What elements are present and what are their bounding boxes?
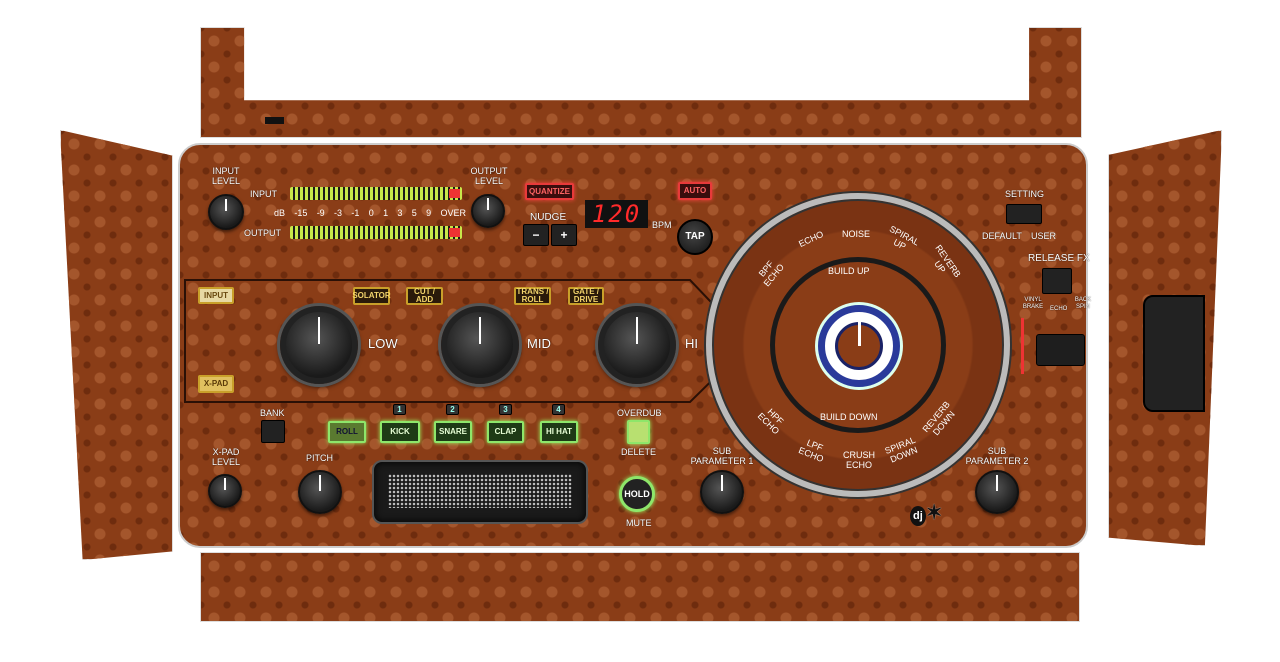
sub-parameter-1-label: SUB PARAMETER 1 — [690, 446, 754, 466]
nudge-label: NUDGE — [530, 212, 567, 223]
db-tick: 5 — [411, 208, 417, 218]
db-tick: 1 — [383, 208, 389, 218]
db-tick: 9 — [426, 208, 432, 218]
pitch-knob[interactable] — [298, 470, 342, 514]
left-side-skin — [60, 130, 173, 560]
nudge-plus-button[interactable]: + — [551, 224, 577, 246]
isolator-button[interactable]: SOLATOR — [352, 287, 391, 305]
xpad-button[interactable]: X-PAD — [198, 375, 234, 393]
bpm-display: 120 — [585, 200, 648, 228]
djskins-logo: dj✶ — [910, 500, 962, 526]
xpad-level-label: X-PAD LEVEL — [211, 447, 241, 467]
slot-mark — [265, 117, 284, 124]
sub-parameter-2-knob[interactable] — [975, 470, 1019, 514]
pitch-label: PITCH — [306, 453, 333, 463]
input-level-knob[interactable] — [208, 194, 244, 230]
bpm-label: BPM — [652, 220, 672, 230]
db-tick: 3 — [397, 208, 403, 218]
tap-button[interactable]: TAP — [677, 219, 713, 255]
db-tick: -15 — [294, 208, 308, 218]
pad-number-3: 3 — [499, 404, 512, 415]
build-up-label: BUILD UP — [828, 266, 870, 276]
overdub-label: OVERDUB — [617, 408, 662, 418]
default-label: DEFAULT — [982, 231, 1022, 241]
release-fx-switch[interactable] — [1042, 268, 1072, 294]
release-fx-lever[interactable] — [1036, 334, 1085, 366]
back-spin-label: BACK SPIN — [1074, 297, 1092, 310]
output-level-meter — [290, 226, 462, 239]
bank-label: BANK — [260, 408, 285, 418]
input-level-label: INPUT LEVEL — [211, 166, 241, 186]
hold-button[interactable]: HOLD — [619, 476, 655, 512]
output-meter-label: OUTPUT — [244, 228, 281, 238]
quantize-button[interactable]: QUANTIZE — [525, 183, 574, 200]
output-level-knob[interactable] — [471, 194, 505, 228]
pad-number-4: 4 — [552, 404, 565, 415]
roll-button[interactable]: ROLL — [328, 421, 366, 443]
touch-strip[interactable] — [372, 460, 588, 524]
release-indicator — [1021, 318, 1024, 374]
trans-roll-button[interactable]: TRANS / ROLL — [514, 287, 551, 305]
bottom-strip-skin — [200, 552, 1080, 622]
pad-number-2: 2 — [446, 404, 459, 415]
user-label: USER — [1031, 231, 1057, 241]
cut-add-button[interactable]: CUT / ADD — [406, 287, 443, 305]
release-fx-label: RELEASE FX — [1028, 253, 1090, 264]
overdub-button[interactable] — [627, 420, 650, 444]
low-label: LOW — [368, 336, 398, 351]
device-slot — [1143, 295, 1205, 412]
kick-button[interactable]: KICK — [380, 421, 420, 443]
input-button[interactable]: INPUT — [198, 287, 234, 304]
xpad-level-knob[interactable] — [208, 474, 242, 508]
mid-label: MID — [527, 336, 551, 351]
build-down-label: BUILD DOWN — [820, 412, 878, 422]
db-tick: -1 — [351, 208, 360, 218]
db-tick: 0 — [368, 208, 374, 218]
echo-label: ECHO — [1050, 306, 1068, 312]
meter-over-led — [449, 228, 460, 237]
bank-button[interactable] — [261, 420, 285, 443]
db-tick: dB — [274, 208, 286, 218]
nudge-minus-button[interactable]: − — [523, 224, 549, 246]
setting-switch[interactable] — [1006, 204, 1042, 224]
hi-knob[interactable] — [598, 306, 676, 384]
vinyl-brake-label: VINYL BRAKE — [1022, 297, 1044, 310]
mute-label: MUTE — [626, 518, 652, 528]
sub-parameter-2-label: SUB PARAMETER 2 — [965, 446, 1029, 466]
input-meter-label: INPUT — [250, 189, 277, 199]
output-level-label: OUTPUT LEVEL — [470, 166, 508, 186]
hi-hat-button[interactable]: HI HAT — [540, 421, 578, 443]
db-tick: -3 — [334, 208, 343, 218]
low-knob[interactable] — [280, 306, 358, 384]
sub-parameter-1-knob[interactable] — [700, 470, 744, 514]
snare-button[interactable]: SNARE — [434, 421, 472, 443]
fx-crush-echo[interactable]: CRUSH ECHO — [842, 450, 875, 470]
auto-button[interactable]: AUTO — [678, 182, 712, 200]
meter-over-led — [449, 189, 460, 198]
db-tick: -9 — [316, 208, 325, 218]
delete-label: DELETE — [621, 447, 657, 457]
hi-label: HI — [685, 336, 698, 351]
center-knob[interactable] — [818, 305, 900, 387]
fx-noise[interactable]: NOISE — [842, 229, 871, 239]
mid-knob[interactable] — [441, 306, 519, 384]
db-tick: OVER — [440, 208, 466, 218]
setting-label: SETTING — [1005, 189, 1045, 199]
gate-drive-button[interactable]: GATE / DRIVE — [568, 287, 604, 305]
pad-number-1: 1 — [393, 404, 406, 415]
clap-button[interactable]: CLAP — [487, 421, 524, 443]
input-level-meter — [290, 187, 462, 200]
